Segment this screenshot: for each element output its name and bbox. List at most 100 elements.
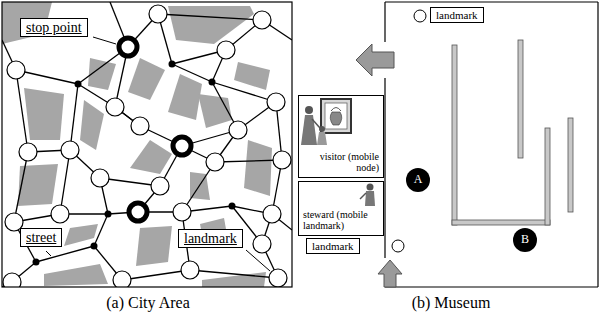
street-line bbox=[14, 152, 28, 222]
intersection-dot bbox=[209, 79, 216, 86]
landmark-circle bbox=[229, 121, 247, 139]
steward-illustration bbox=[360, 184, 375, 207]
street-line bbox=[94, 214, 108, 246]
steward-body bbox=[365, 191, 375, 206]
stop-point-ring bbox=[119, 38, 137, 56]
painting bbox=[325, 103, 347, 129]
buildings bbox=[2, 2, 272, 287]
landmark-circle bbox=[263, 205, 281, 223]
steward-arm bbox=[360, 193, 366, 199]
node-text: landmark bbox=[184, 231, 237, 246]
landmark-circle bbox=[106, 98, 124, 116]
building bbox=[234, 62, 270, 90]
visitor-illustration bbox=[301, 99, 351, 145]
building bbox=[168, 6, 254, 44]
landmark-circle bbox=[173, 203, 191, 221]
landmark-circle bbox=[149, 5, 167, 23]
street-line bbox=[60, 150, 70, 214]
street-line bbox=[16, 70, 28, 152]
landmark-circle bbox=[3, 273, 21, 287]
vase bbox=[330, 112, 342, 125]
position-marker: A bbox=[406, 168, 430, 192]
landmark-label: landmark bbox=[306, 238, 360, 254]
map-label: stop point bbox=[20, 18, 88, 37]
child-body bbox=[317, 132, 327, 145]
building bbox=[136, 226, 172, 266]
partition-wall bbox=[452, 45, 457, 225]
caption-text: (b) Museum bbox=[412, 294, 491, 311]
stop-point-ring bbox=[129, 203, 147, 221]
street-line bbox=[190, 270, 278, 278]
wall bbox=[384, 78, 385, 258]
landmark-circle bbox=[19, 143, 37, 161]
intersection-dot bbox=[75, 81, 82, 88]
leader-lines bbox=[46, 37, 270, 271]
intersection-dot bbox=[229, 203, 236, 210]
visitor-arm bbox=[312, 119, 320, 128]
building bbox=[244, 140, 272, 196]
intersection-dot bbox=[91, 243, 98, 250]
caption: (a) City Area bbox=[38, 294, 258, 312]
streets bbox=[2, 2, 292, 287]
painting-frame bbox=[321, 99, 351, 133]
museum-plan bbox=[356, 2, 598, 287]
landmark-circle bbox=[7, 61, 25, 79]
landmark-circle bbox=[217, 41, 235, 59]
junctions bbox=[3, 5, 291, 287]
steward-head bbox=[367, 184, 374, 191]
landmark-circle bbox=[61, 141, 79, 159]
partition-wall bbox=[545, 128, 550, 225]
landmark-circle bbox=[51, 205, 69, 223]
caption-text: (a) City Area bbox=[106, 294, 190, 311]
landmark-marker bbox=[392, 240, 404, 252]
map-label: street bbox=[20, 228, 62, 247]
building bbox=[44, 264, 108, 286]
visitor-head bbox=[305, 106, 313, 114]
leader-line bbox=[246, 250, 270, 271]
landmark-circle bbox=[267, 93, 285, 111]
partition-wall bbox=[452, 220, 550, 225]
landmark-circle bbox=[181, 261, 199, 279]
flowers bbox=[331, 108, 341, 112]
caption: (b) Museum bbox=[341, 294, 561, 312]
wall bbox=[385, 286, 598, 287]
node-text: visitor (mobile node) bbox=[313, 151, 379, 173]
landmark-circle bbox=[253, 11, 271, 29]
entrance-arrow bbox=[378, 260, 402, 287]
leader-line bbox=[93, 37, 116, 44]
landmark-circle bbox=[273, 151, 291, 169]
intersection-dot bbox=[33, 259, 40, 266]
landmark-label: landmark bbox=[430, 7, 484, 23]
landmark-circle bbox=[113, 271, 131, 287]
street-line bbox=[215, 160, 282, 162]
landmark-circle bbox=[253, 235, 271, 253]
intersection-dot bbox=[105, 211, 112, 218]
street-line bbox=[122, 270, 190, 280]
landmark-circle bbox=[206, 153, 224, 171]
landmark-circle bbox=[91, 169, 109, 187]
landmark-marker bbox=[414, 10, 426, 22]
node-text: B bbox=[521, 233, 529, 246]
node-text: steward (mobile landmark) bbox=[303, 209, 379, 231]
visitor-panel: visitor (mobile node) bbox=[298, 95, 384, 178]
building bbox=[168, 74, 202, 120]
wall bbox=[384, 2, 385, 42]
building bbox=[198, 94, 232, 128]
node-text: stop point bbox=[26, 20, 82, 35]
leader-line bbox=[46, 251, 51, 256]
street-line bbox=[158, 14, 262, 20]
street-line bbox=[172, 64, 212, 82]
intersection-dot bbox=[169, 61, 176, 68]
child-head bbox=[319, 126, 325, 132]
room-outline bbox=[385, 2, 598, 287]
building bbox=[80, 100, 104, 150]
building bbox=[24, 88, 64, 140]
partition-wall bbox=[568, 118, 573, 212]
building bbox=[130, 140, 172, 174]
map-frame bbox=[2, 2, 292, 287]
map-label: landmark bbox=[178, 229, 243, 248]
steward-panel: steward (mobile landmark) bbox=[298, 181, 384, 236]
landmark-circle bbox=[131, 117, 149, 135]
